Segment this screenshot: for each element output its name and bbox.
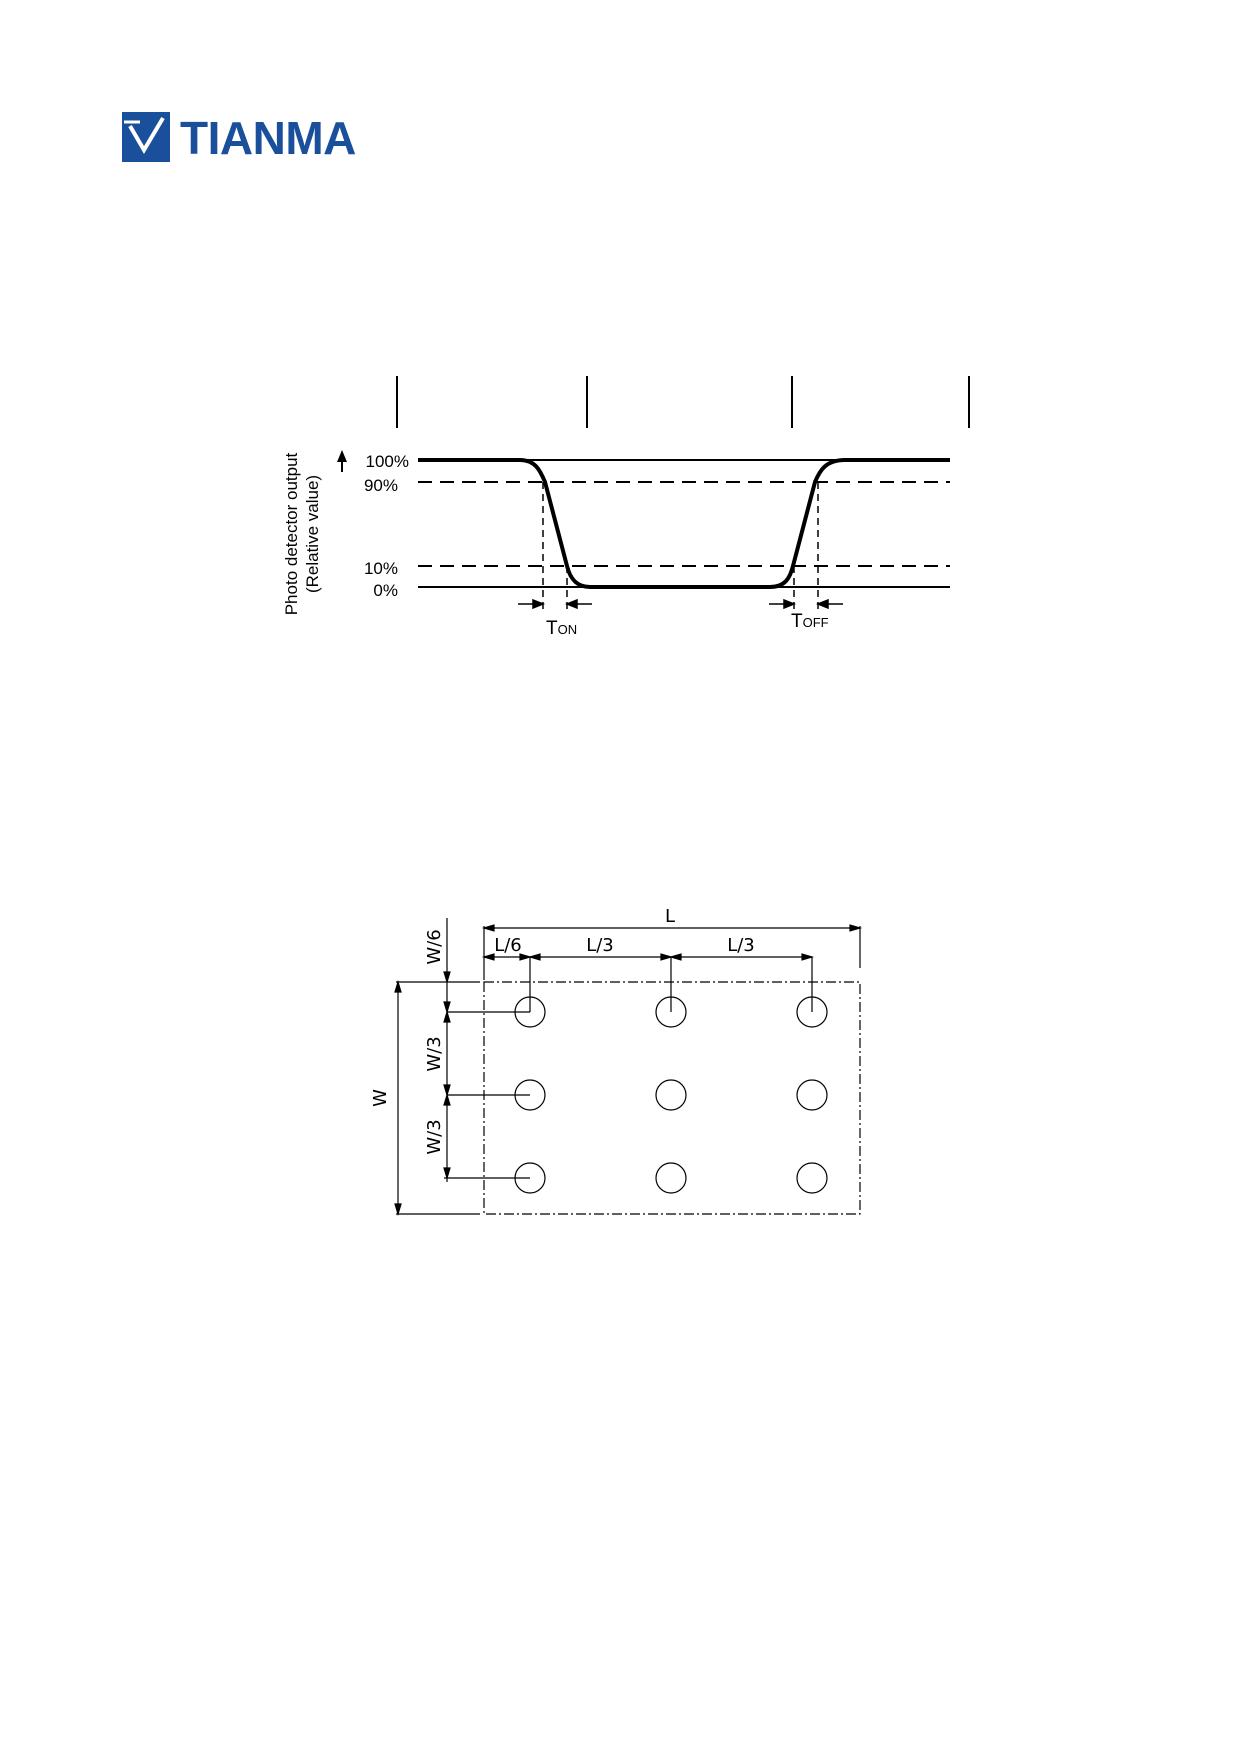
width-label: W [370, 1089, 391, 1107]
response-time-diagram: 100% 90% 10% 0% Photo detector output (R… [282, 376, 970, 639]
l6-label: L/6 [494, 935, 522, 956]
length-label: L [665, 906, 675, 927]
w6-label: W/6 [424, 929, 445, 964]
y-axis-label-line1: Photo detector output [282, 452, 301, 615]
response-waveform [418, 458, 950, 589]
t-off-arrows [769, 598, 843, 610]
measurement-point [796, 1162, 828, 1194]
level-label-10: 10% [364, 559, 398, 578]
measurement-point [655, 1162, 687, 1194]
row-pitch-dimension [443, 918, 530, 1182]
t-off-main: T [791, 611, 803, 632]
y-axis-arrow-icon [337, 450, 347, 472]
measurement-points [514, 996, 828, 1194]
measurement-point [514, 1162, 546, 1194]
measurement-point [796, 1079, 828, 1111]
w3-label-b: W/3 [424, 1119, 445, 1154]
measurement-point [514, 996, 546, 1028]
measurement-verticals [542, 482, 819, 614]
width-dimension [394, 979, 480, 1217]
tianma-logo: TIANMA [122, 112, 382, 164]
t-on-sub: ON [558, 622, 578, 637]
t-off-sub: OFF [803, 615, 829, 630]
level-label-90: 90% [364, 476, 398, 495]
t-on-label: TON [546, 618, 577, 639]
measurement-point [655, 996, 687, 1028]
level-label-0: 0% [373, 581, 398, 600]
brand-name: TIANMA [180, 112, 356, 164]
w3-label-a: W/3 [424, 1036, 445, 1071]
timing-marks [396, 376, 970, 428]
l3-label-b: L/3 [727, 935, 755, 956]
tianma-logo-icon [122, 112, 170, 162]
l3-label-a: L/3 [586, 935, 614, 956]
measurement-point [655, 1079, 687, 1111]
length-dimension [481, 924, 863, 980]
panel-outline [483, 981, 861, 1215]
t-on-main: T [546, 618, 558, 639]
y-axis-label-line2: (Relative value) [303, 475, 322, 593]
t-on-arrows [518, 598, 592, 610]
t-off-label: TOFF [791, 611, 829, 632]
measurement-point [514, 1079, 546, 1111]
level-label-100: 100% [366, 452, 409, 471]
measurement-point [796, 996, 828, 1028]
pitch-dimension [481, 953, 815, 1012]
